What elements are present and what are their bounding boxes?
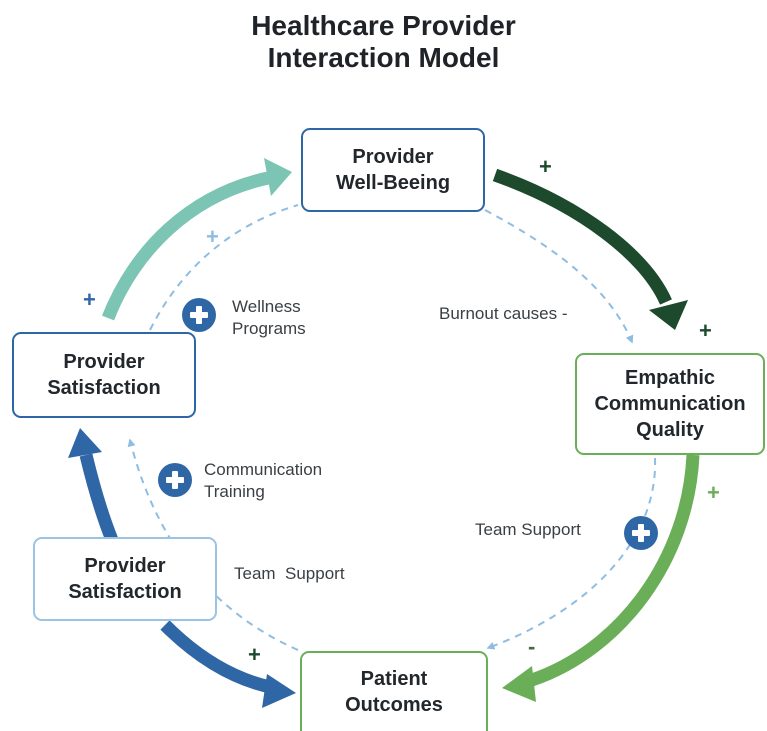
node-label: Empathic: [624, 367, 716, 389]
label-communication-training: Communication Training: [204, 459, 322, 503]
node-label: Provider: [352, 146, 434, 168]
sign-plus-left: +: [83, 287, 96, 312]
arrowhead-left-to-top: [264, 158, 292, 196]
node-label: Satisfaction: [47, 377, 161, 399]
label-line: Training: [204, 482, 265, 501]
label-team-support-right: Team Support: [475, 520, 581, 539]
node-label: Satisfaction: [68, 581, 182, 603]
title-line-1: Healthcare Provider: [251, 10, 516, 41]
dashed-link-right-to-bottom: [486, 457, 657, 650]
arrowhead-top-to-right: [649, 300, 688, 330]
plus-circle-icon: [158, 463, 192, 497]
node-label: Provider: [84, 555, 166, 577]
sign-minus-bottom-right: -: [528, 634, 536, 659]
sign-plus-top-right: +: [539, 154, 552, 179]
node-label: Communication: [594, 393, 746, 415]
node-provider-satisfaction-lower: Provider Satisfaction: [33, 537, 217, 621]
node-provider-well-being: Provider Well-Beeing: [301, 128, 485, 212]
sign-plus-right: +: [699, 318, 712, 343]
node-patient-outcomes: Patient Outcomes: [300, 651, 488, 731]
node-label: Well-Beeing: [335, 172, 451, 194]
arrow-left-lower-to-bottom: [160, 620, 272, 694]
arrow-right-to-bottom: [529, 454, 700, 687]
sign-plus-right-lower: +: [707, 480, 720, 505]
title-line-2: Interaction Model: [267, 42, 500, 73]
label-line: Wellness: [232, 297, 301, 316]
sign-plus-left-dashed: +: [206, 224, 219, 249]
label-line: Programs: [232, 319, 306, 338]
arrow-top-to-right: [492, 168, 672, 305]
node-label: Provider: [63, 351, 145, 373]
plus-circle-icon: [182, 298, 216, 332]
node-provider-satisfaction-upper: Provider Satisfaction: [12, 332, 196, 418]
sign-plus-bottom-left: +: [248, 642, 261, 667]
label-line: Communication: [204, 460, 323, 479]
arrowhead-right-to-bottom: [502, 666, 536, 702]
arrow-left-lower-to-left-upper: [79, 453, 119, 543]
node-label: Patient: [360, 668, 428, 690]
diagram-title: Healthcare Provider Interaction Model: [0, 10, 767, 74]
label-team-support-left: Team Support: [234, 564, 345, 583]
arrowhead-left-lower-to-bottom: [262, 674, 296, 708]
node-empathic-communication-quality: Empathic Communication Quality: [575, 353, 765, 455]
arrow-left-to-top: [101, 171, 270, 321]
dashed-link-top-to-right: [484, 209, 634, 344]
node-label: Quality: [636, 419, 704, 441]
node-label: Outcomes: [345, 694, 443, 716]
plus-circle-icon: [624, 516, 658, 550]
dashed-link-left-to-top: [149, 204, 299, 331]
label-wellness-programs: Wellness Programs: [232, 296, 306, 340]
label-burnout-causes: Burnout causes -: [439, 304, 568, 323]
arrowhead-left-lower-to-left-upper: [68, 428, 102, 458]
